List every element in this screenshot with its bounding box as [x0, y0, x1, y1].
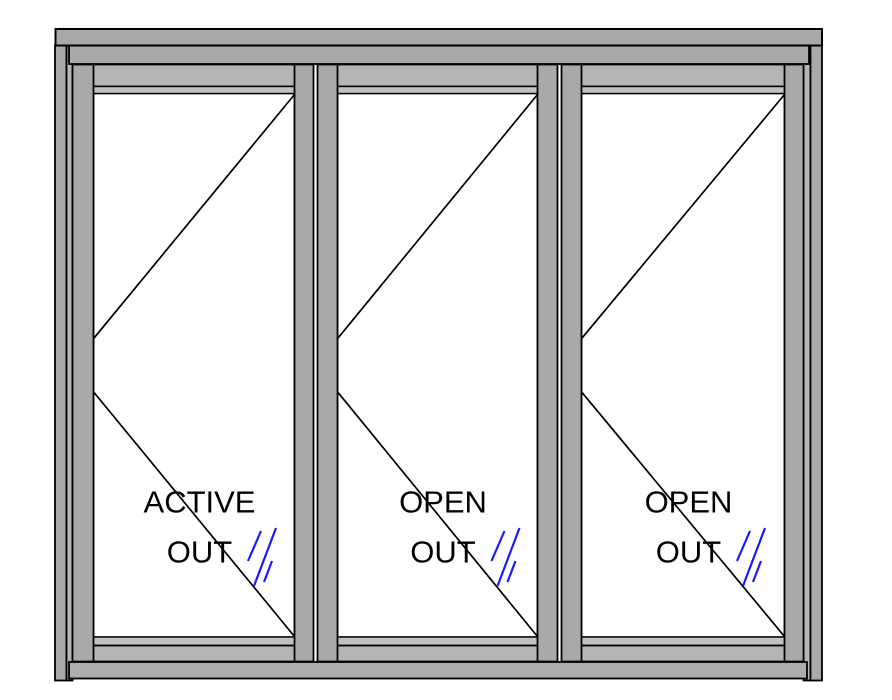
door-panel-3: OPEN OUT — [560, 63, 805, 663]
panel-2-glass-mark-stroke-2 — [496, 527, 521, 587]
panel-3-label-line2: OUT — [656, 535, 722, 570]
panel-3-swing-line-lower — [581, 391, 786, 638]
panel-1-swing-line-upper — [93, 93, 296, 339]
panel-2-glass — [336, 92, 539, 638]
panel-2-label-line2: OUT — [410, 535, 476, 570]
panel-1-glass-mark-stroke-2 — [252, 527, 278, 587]
panel-3-label-line1: OPEN — [645, 485, 733, 520]
panel-1-glazing-stop-bottom — [91, 636, 297, 647]
panel-3-glass-symbol-icon — [735, 527, 767, 587]
panel-2-label-line1: OPEN — [399, 485, 487, 520]
panel-1-rail-top — [91, 63, 297, 88]
panel-2-rail-top — [335, 63, 540, 88]
panel-3-rail-top — [579, 63, 787, 88]
panel-1-label-line1: ACTIVE — [144, 485, 256, 520]
panel-2-stile-right — [536, 63, 559, 663]
panel-1-swing-line-lower — [93, 391, 296, 638]
frame-jamb-left-outer — [54, 44, 68, 682]
panel-2-glazing-stop-top — [335, 85, 540, 95]
panel-2-swing-line-upper — [337, 93, 539, 339]
panel-3-glazing-stop-top — [579, 85, 787, 95]
frame-head — [68, 44, 810, 65]
panel-3-swing-line-upper — [581, 93, 786, 339]
panel-1-glass — [92, 92, 296, 638]
frame-jamb-right-inner — [802, 44, 812, 682]
panel-3-rail-bottom — [579, 644, 787, 663]
panel-3-glazing-stop-bottom — [579, 636, 787, 647]
panel-2-glass-symbol-icon — [490, 527, 521, 587]
panel-2-glass-mark-stroke-3 — [506, 560, 517, 583]
panel-3-stile-left — [560, 63, 583, 663]
panel-3-glass — [580, 92, 786, 638]
panel-1-label-line2: OUT — [167, 535, 233, 570]
panel-3-glass-mark-stroke-3 — [751, 560, 763, 583]
door-panel-2: OPEN OUT — [316, 63, 559, 663]
panel-2-glass-mark-stroke-1 — [490, 530, 506, 562]
panel-1-glass-mark-stroke-3 — [262, 560, 274, 583]
panel-1-rail-bottom — [91, 644, 297, 663]
frame-sill — [68, 661, 808, 680]
panel-2-swing-line-lower — [337, 391, 539, 638]
panel-2-rail-bottom — [335, 644, 540, 663]
panel-1-glass-symbol-icon — [246, 527, 278, 587]
panel-1-stile-left — [71, 63, 95, 663]
head-flashing-bar — [54, 28, 823, 47]
frame-jamb-right-outer — [809, 44, 823, 682]
panel-3-stile-right — [783, 63, 805, 663]
panel-3-glass-mark-stroke-2 — [741, 527, 767, 587]
door-panel-1: ACTIVE OUT — [71, 63, 315, 663]
frame-jamb-left-inner — [65, 44, 74, 682]
panel-3-glass-mark-stroke-1 — [735, 530, 752, 562]
panel-1-glazing-stop-top — [91, 85, 297, 95]
panel-2-glazing-stop-bottom — [335, 636, 540, 647]
panel-2-stile-left — [316, 63, 339, 663]
panel-1-stile-right — [293, 63, 315, 663]
panel-1-glass-mark-stroke-1 — [246, 530, 263, 562]
